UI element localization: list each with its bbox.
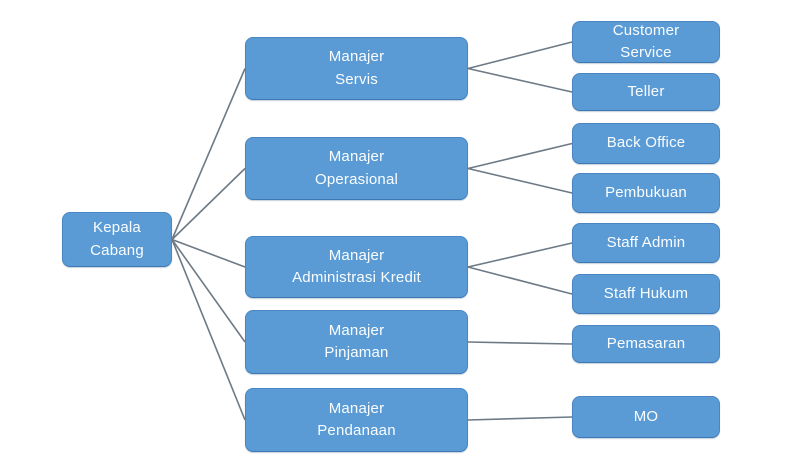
org-node-staff-admin: Staff Admin xyxy=(572,223,720,263)
connector-line xyxy=(467,142,573,170)
org-node-manajer-servis: Manajer Servis xyxy=(245,37,468,100)
org-node-back-office: Back Office xyxy=(572,123,720,164)
org-node-pemasaran: Pemasaran xyxy=(572,325,720,363)
org-node-label: Customer Service xyxy=(612,21,680,62)
org-node-manajer-pendanaan: Manajer Pendanaan xyxy=(245,388,468,452)
org-node-label: MO xyxy=(633,407,659,425)
org-node-label: Manajer Pendanaan xyxy=(317,399,396,440)
connector-line xyxy=(467,242,573,268)
org-node-manajer-operasional: Manajer Operasional xyxy=(245,137,468,200)
connector-line xyxy=(467,41,573,70)
connector-line xyxy=(171,239,246,421)
org-node-label: Pemasaran xyxy=(606,334,686,352)
org-node-label: Teller xyxy=(627,82,665,100)
org-node-label: Manajer Pinjaman xyxy=(324,321,389,362)
connector-line xyxy=(467,341,573,345)
org-node-manajer-pinjaman: Manajer Pinjaman xyxy=(245,310,468,374)
org-node-label: Staff Admin xyxy=(606,233,686,251)
connector-line xyxy=(171,167,246,241)
org-node-label: Kepala Cabang xyxy=(90,219,144,259)
org-node-label: Staff Hukum xyxy=(603,284,689,302)
connector-line xyxy=(467,266,573,295)
connector-line xyxy=(467,416,573,421)
org-node-label: Manajer Operasional xyxy=(314,148,399,188)
org-node-kepala-cabang: Kepala Cabang xyxy=(62,212,172,267)
org-node-manajer-adm-kredit: Manajer Administrasi Kredit xyxy=(245,236,468,298)
org-node-teller: Teller xyxy=(572,73,720,111)
connector-line xyxy=(171,238,246,268)
org-node-staff-hukum: Staff Hukum xyxy=(572,274,720,314)
org-node-mo: MO xyxy=(572,396,720,438)
org-node-customer-service: Customer Service xyxy=(572,21,720,63)
org-node-label: Manajer Servis xyxy=(328,48,385,88)
org-node-label: Back Office xyxy=(606,134,686,152)
org-node-label: Manajer Administrasi Kredit xyxy=(292,246,421,287)
connector-line xyxy=(467,167,573,194)
connector-line xyxy=(171,68,246,240)
org-node-label: Pembukuan xyxy=(605,183,687,201)
connector-line xyxy=(171,239,246,343)
connector-line xyxy=(467,67,573,93)
org-node-pembukuan: Pembukuan xyxy=(572,173,720,213)
